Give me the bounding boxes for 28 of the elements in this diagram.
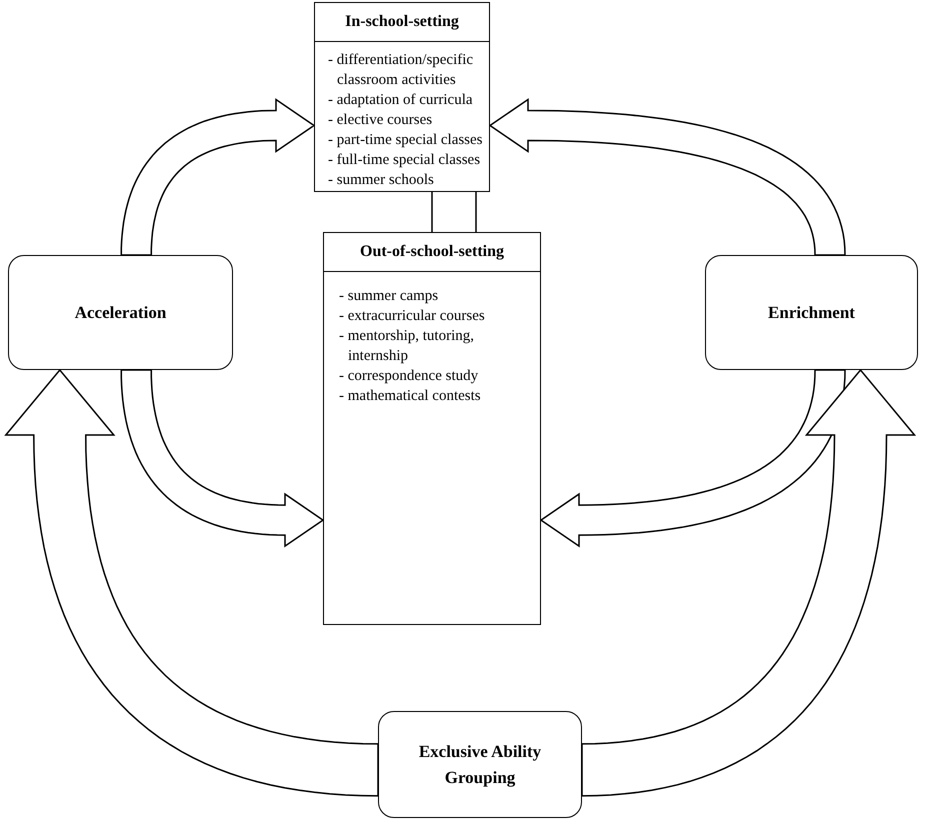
block-arrow (120, 98, 316, 256)
list-item: - elective courses (327, 111, 434, 130)
list-item: - differentiation/specific classroom activities (327, 51, 474, 90)
list-item: - mathematical contests (338, 387, 482, 406)
block-arrow (581, 368, 916, 797)
list-item: - mentorship, tutoring, internship (338, 327, 475, 366)
list-item: - correspondence study (338, 367, 480, 386)
box-label: Enrichment (767, 302, 856, 324)
double-line-connector (431, 191, 477, 233)
rounded-box (8, 255, 233, 370)
block-arrow (120, 369, 324, 548)
list-item: - full-time special classes (327, 151, 482, 170)
box-label: Exclusive Ability Grouping (418, 740, 542, 789)
rounded-box (705, 255, 918, 370)
setting-box (314, 2, 490, 192)
box-heading: In-school-setting (315, 3, 489, 42)
setting-box (323, 232, 541, 625)
list-item: - summer schools (327, 171, 435, 190)
rounded-box (378, 711, 582, 818)
list-item: - adaptation of curricula (327, 91, 474, 110)
box-heading: Out-of-school-setting (324, 233, 540, 272)
list-item: - summer camps (338, 287, 440, 306)
block-arrow (4, 368, 379, 797)
list-item: - part-time special classes (327, 131, 484, 150)
box-label: Acceleration (74, 302, 168, 324)
list-item: - extracurricular courses (338, 307, 486, 326)
block-arrow (540, 369, 846, 548)
block-arrow (488, 98, 846, 256)
